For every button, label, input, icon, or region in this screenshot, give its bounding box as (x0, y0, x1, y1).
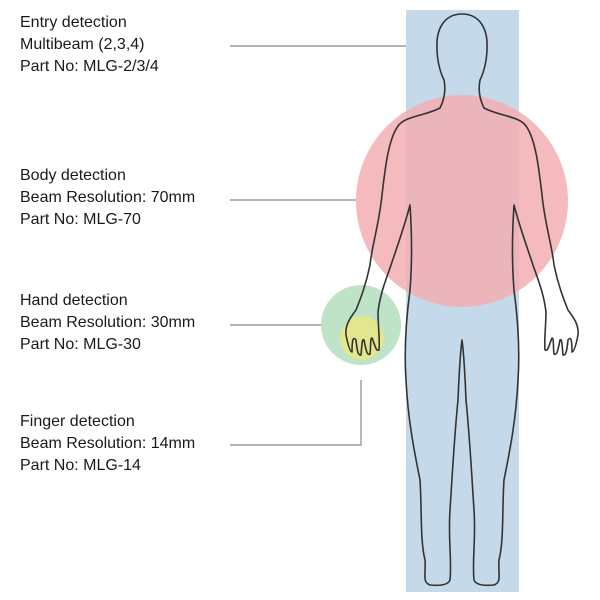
finger-detection-label: Finger detection Beam Resolution: 14mm P… (20, 411, 195, 477)
human-body-outline (345, 13, 579, 587)
body-detection-zone (356, 95, 568, 307)
hand-detection-part: Part No: MLG-30 (20, 336, 141, 353)
hand-detection-resolution: Beam Resolution: 30mm (20, 314, 196, 331)
body-detection-resolution: Beam Resolution: 70mm (20, 189, 196, 206)
leader-lines (230, 45, 406, 446)
entry-detection-title: Entry detection (20, 14, 127, 31)
entry-detection-part: Part No: MLG-2/3/4 (20, 58, 159, 75)
entry-detection-label: Entry detection Multibeam (2,3,4) Part N… (20, 12, 159, 78)
hand-detection-title: Hand detection (20, 292, 128, 309)
finger-detection-resolution: Beam Resolution: 14mm (20, 435, 196, 452)
finger-detection-zone (340, 316, 384, 360)
body-detection-title: Body detection (20, 167, 126, 184)
body-detection-part: Part No: MLG-70 (20, 211, 141, 228)
finger-detection-title: Finger detection (20, 413, 135, 430)
hand-detection-label: Hand detection Beam Resolution: 30mm Par… (20, 290, 195, 356)
finger-leader-line (230, 380, 362, 446)
entry-detection-beam: Multibeam (2,3,4) (20, 36, 145, 53)
body-detection-label: Body detection Beam Resolution: 70mm Par… (20, 165, 195, 231)
finger-detection-part: Part No: MLG-14 (20, 457, 141, 474)
